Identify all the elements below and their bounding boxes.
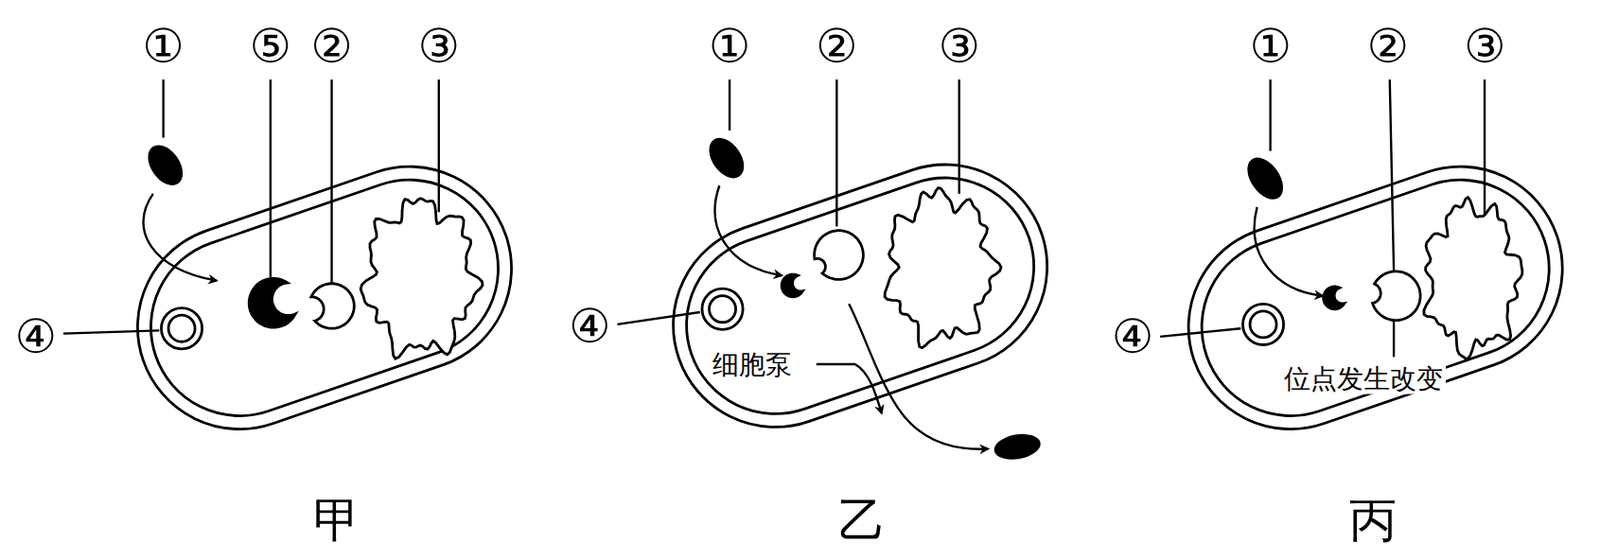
- wavy-blob: [884, 188, 1002, 349]
- note-label: 细胞泵: [709, 351, 795, 381]
- callout-number: ⑤: [249, 19, 292, 72]
- receptor-site: [814, 230, 864, 281]
- callout-number: ④: [15, 311, 57, 364]
- wavy-blob: [360, 198, 483, 359]
- cell-wall: [109, 139, 540, 458]
- callout-number: ①: [1248, 19, 1291, 72]
- callout-number: ④: [1111, 311, 1154, 364]
- callout-number: ①: [141, 19, 184, 72]
- wavy-blob: [1424, 197, 1523, 359]
- callout-number: ②: [815, 19, 858, 72]
- cell-label: 甲: [313, 494, 361, 547]
- crescent-molecule: [1323, 286, 1345, 310]
- callout-number: ②: [310, 19, 352, 72]
- receptor-site: [311, 283, 354, 329]
- cell-label: 乙: [838, 494, 886, 547]
- entry-arrow: [143, 185, 1323, 296]
- cell-label: 丙: [1349, 494, 1397, 547]
- callout-number: ③: [417, 19, 459, 72]
- drug-molecule: [140, 131, 1291, 463]
- receptor-site: [1372, 271, 1422, 321]
- cell-wall: [645, 137, 1075, 456]
- callout-number: ③: [938, 19, 981, 72]
- callout-number: ①: [708, 19, 751, 72]
- leader-line: [63, 79, 1485, 357]
- callout-number: ④: [568, 300, 611, 353]
- callout-number: ②: [1366, 19, 1408, 72]
- cell-wall: [1160, 139, 1591, 458]
- crescent-molecule: [781, 274, 803, 298]
- note-label: 位点发生改变: [1281, 365, 1446, 395]
- crescent-molecule: [248, 278, 296, 328]
- callout-number: ③: [1463, 19, 1506, 72]
